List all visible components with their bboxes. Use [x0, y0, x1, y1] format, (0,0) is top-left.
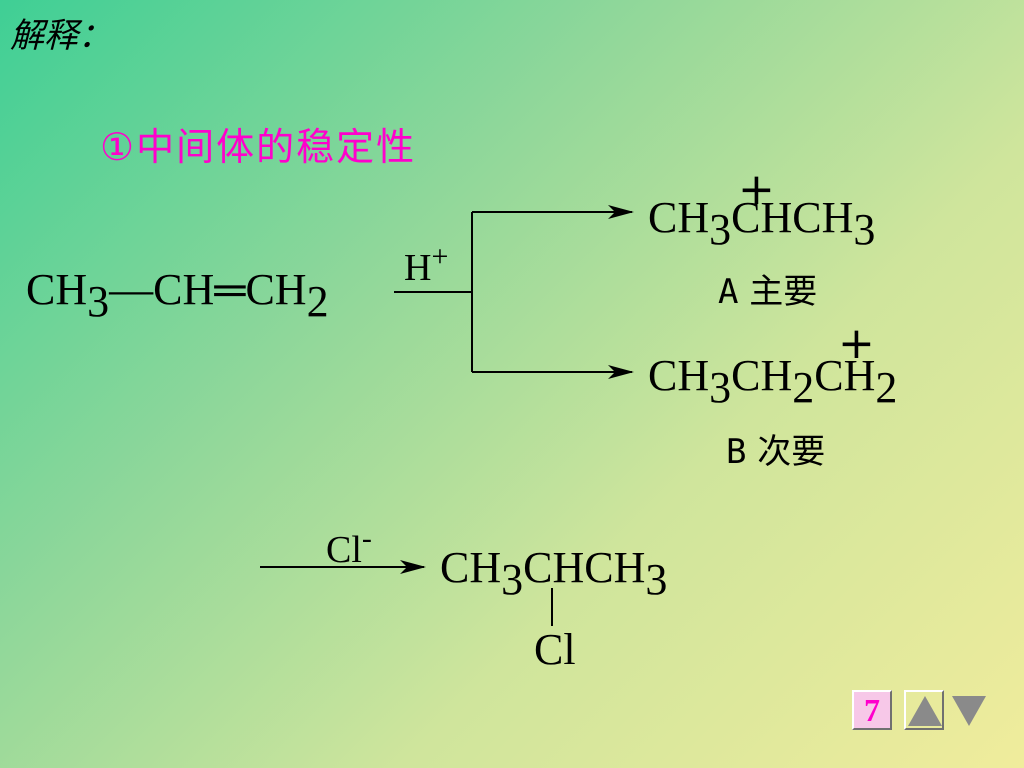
- triangle-down-icon: [952, 696, 986, 726]
- reactant-ch3: CH: [26, 265, 88, 314]
- reactant-ch: CH: [153, 265, 215, 314]
- final-product-part: CH: [440, 543, 502, 592]
- reagent-cl-minus: Cl-: [326, 524, 372, 572]
- product-b-description: 次要: [757, 432, 826, 472]
- product-b-charge: +: [838, 318, 875, 369]
- product-b-part: CH: [731, 351, 793, 400]
- product-a-description: 主要: [749, 272, 818, 312]
- product-b-formula: CH3CH2CH2: [648, 351, 897, 410]
- final-product-subscript: 3: [645, 555, 668, 604]
- final-product-substituent: Cl: [534, 625, 576, 674]
- reactant-ch3-subscript: 3: [87, 277, 110, 326]
- product-b-subscript: 2: [875, 363, 898, 412]
- product-b-part: CH: [814, 351, 876, 400]
- product-a-subscript: 3: [709, 205, 732, 254]
- reactant-formula: CH3—CH═CH2: [26, 265, 329, 324]
- slide-heading: 解释：: [10, 16, 112, 56]
- reagent-cl-symbol: Cl: [326, 529, 362, 571]
- reactant-ch2: CH: [245, 265, 307, 314]
- product-b-subscript: 3: [709, 363, 732, 412]
- product-b-part: CH: [648, 351, 710, 400]
- reagent-h-symbol: H: [404, 247, 432, 289]
- single-bond: —: [109, 265, 154, 314]
- reactant-ch2-subscript: 2: [306, 277, 329, 326]
- reagent-h-charge: +: [431, 240, 449, 273]
- product-a-charge: +: [738, 164, 775, 215]
- product-a-part: CHCH: [731, 193, 854, 242]
- triangle-up-icon: [908, 696, 942, 726]
- double-bond: ═: [214, 265, 246, 314]
- final-product-formula: CH3CHCH3: [440, 543, 667, 602]
- page-number-button[interactable]: 7: [852, 690, 892, 730]
- product-b-letter: B: [726, 432, 747, 472]
- final-product-part: CHCH: [523, 543, 646, 592]
- product-a-part: CH: [648, 193, 710, 242]
- final-product-subscript: 3: [501, 555, 524, 604]
- product-a-subscript: 3: [853, 205, 876, 254]
- next-slide-button[interactable]: [950, 690, 990, 730]
- reagent-cl-charge: -: [361, 522, 372, 555]
- product-b-label: B 次要: [726, 424, 825, 473]
- product-a-label: A 主要: [718, 264, 817, 313]
- previous-slide-button[interactable]: [904, 690, 944, 730]
- product-b-subscript: 2: [792, 363, 815, 412]
- reagent-h-plus: H+: [404, 242, 448, 290]
- product-a-formula: CH3CHCH3: [648, 193, 875, 252]
- slide-subheading: ①中间体的稳定性: [100, 125, 417, 169]
- product-a-letter: A: [718, 272, 739, 312]
